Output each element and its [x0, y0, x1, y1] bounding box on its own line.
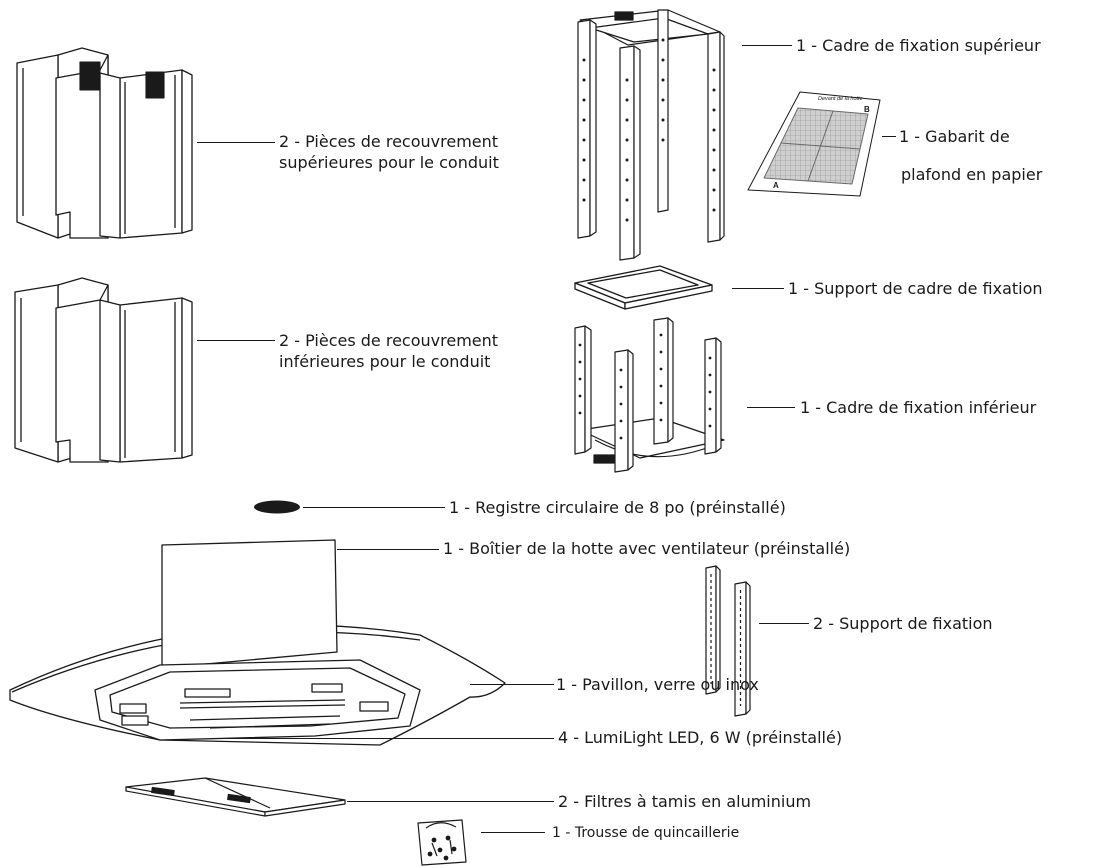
leader-upper-covers [197, 142, 275, 143]
leader-template [882, 136, 896, 137]
filters-illustration [125, 777, 346, 817]
label-lower-covers: 2 - Pièces de recouvrement inférieures p… [279, 330, 498, 372]
leader-canopy [470, 684, 554, 685]
label-upper-covers: 2 - Pièces de recouvrement supérieures p… [279, 131, 499, 173]
upper-mounting-frame-illustration [577, 9, 725, 261]
label-template-line1: 1 - Gabarit de [899, 127, 1010, 146]
label-filters: 2 - Filtres à tamis en aluminium [558, 792, 812, 811]
label-upper-frame: 1 - Cadre de fixation supérieur [796, 36, 1041, 55]
leader-filters [347, 801, 554, 802]
hood-illustration [9, 539, 506, 746]
mounting-brackets-illustration [705, 565, 751, 717]
leader-upper-frame [742, 45, 792, 46]
label-hardware: 1 - Trousse de quincaillerie [552, 825, 740, 841]
label-damper: 1 - Registre circulaire de 8 po (préinst… [449, 498, 786, 517]
label-upper-covers-line2: supérieures pour le conduit [279, 153, 499, 172]
vent-slots-icon [79, 61, 165, 99]
label-canopy: 1 - Pavillon, verre ou inox [556, 675, 759, 694]
frame-support-illustration [574, 265, 713, 310]
leader-hardware [481, 832, 545, 833]
label-upper-covers-line1: 2 - Pièces de recouvrement [279, 132, 499, 151]
leader-frame-support [732, 288, 784, 289]
label-lower-frame: 1 - Cadre de fixation inférieur [800, 398, 1037, 417]
leader-damper [303, 507, 445, 508]
lower-mounting-frame-illustration [574, 317, 725, 473]
leader-housing [337, 549, 439, 550]
label-leds: 4 - LumiLight LED, 6 W (préinstallé) [558, 728, 843, 747]
paper-template-illustration: Devant de la hotte B A [747, 91, 881, 197]
leader-lower-covers [197, 340, 275, 341]
lower-duct-covers-illustration [14, 277, 193, 463]
label-lower-covers-line2: inférieures pour le conduit [279, 352, 491, 371]
template-letter-a: A [773, 181, 779, 190]
label-brackets: 2 - Support de fixation [813, 614, 993, 633]
upper-duct-covers-illustration [16, 47, 193, 239]
leader-lower-frame [747, 407, 795, 408]
label-lower-covers-line1: 2 - Pièces de recouvrement [279, 331, 499, 350]
template-letter-b: B [864, 105, 870, 114]
template-print-title: Devant de la hotte [818, 96, 863, 102]
leader-brackets [759, 623, 809, 624]
label-frame-support: 1 - Support de cadre de fixation [788, 279, 1043, 298]
label-template-line2: plafond en papier [901, 165, 1043, 184]
leader-leds [212, 738, 554, 739]
damper-illustration [254, 500, 300, 514]
hardware-kit-icon [417, 819, 467, 866]
label-housing: 1 - Boîtier de la hotte avec ventilateur… [443, 539, 851, 558]
